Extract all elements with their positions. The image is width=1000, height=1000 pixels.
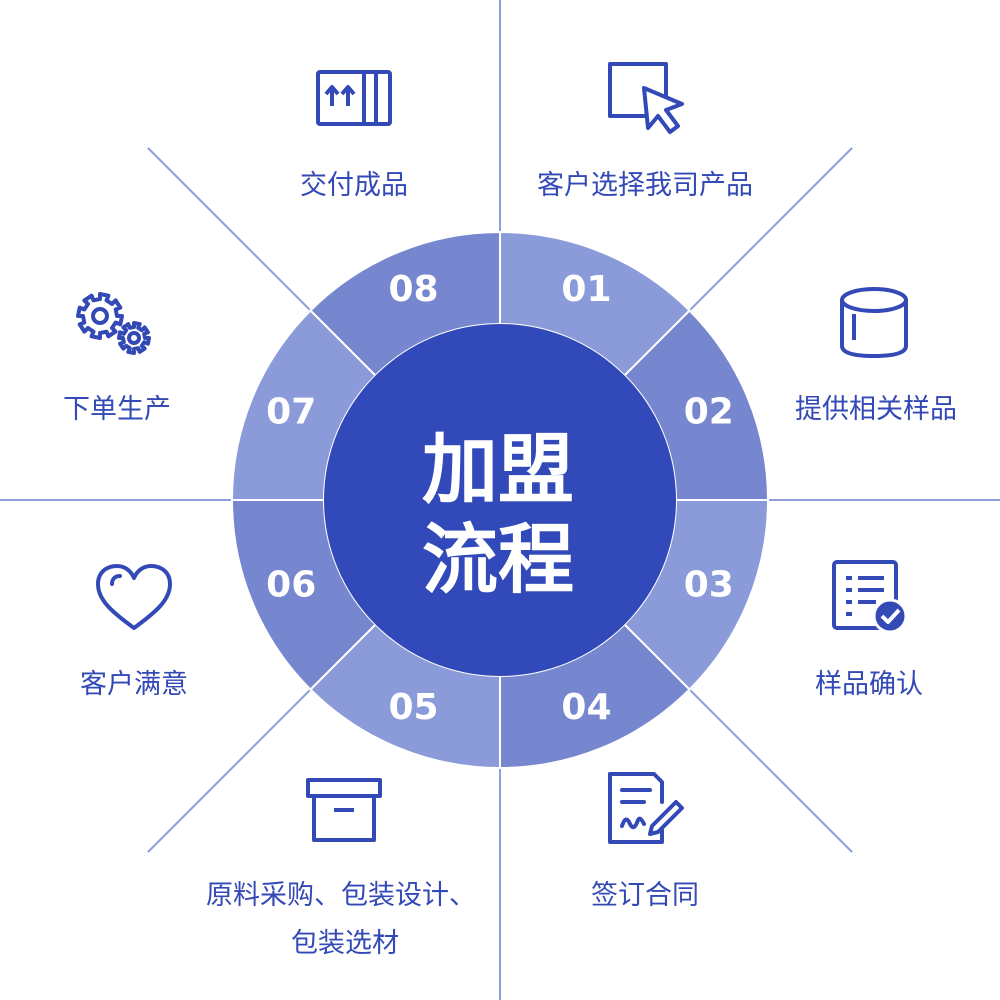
step-number-01: 01: [561, 269, 611, 310]
contract-sign-icon: [608, 772, 684, 844]
box-icon: [306, 778, 382, 842]
container-icon: [840, 287, 908, 358]
center-circle: [324, 324, 676, 676]
cursor-click-icon: [608, 62, 684, 134]
step-06-label: 客户满意: [80, 669, 188, 700]
step-02-label: 提供相关样品: [795, 394, 957, 425]
step-08-label: 交付成品: [300, 170, 408, 201]
step-number-05: 05: [388, 687, 438, 728]
step-number-02: 02: [684, 392, 734, 433]
step-05-label: 原料采购、包装设计、: [206, 880, 476, 911]
step-05-label-line2: 包装选材: [291, 928, 399, 959]
center-title-line1: 加盟: [422, 425, 574, 514]
package-icon: [316, 70, 392, 126]
step-number-08: 08: [388, 269, 438, 310]
step-04-label: 签订合同: [591, 880, 699, 911]
heart-icon: [96, 564, 172, 630]
step-03-label: 样品确认: [815, 669, 923, 700]
step-number-04: 04: [561, 687, 611, 728]
step-number-06: 06: [266, 564, 316, 605]
center-title-line2: 流程: [422, 515, 574, 604]
gears-icon: [76, 292, 151, 355]
checklist-icon: [832, 560, 908, 634]
step-07-label: 下单生产: [63, 394, 171, 425]
step-01-label: 客户选择我司产品: [537, 170, 753, 201]
step-number-03: 03: [684, 564, 734, 605]
step-number-07: 07: [266, 392, 316, 433]
